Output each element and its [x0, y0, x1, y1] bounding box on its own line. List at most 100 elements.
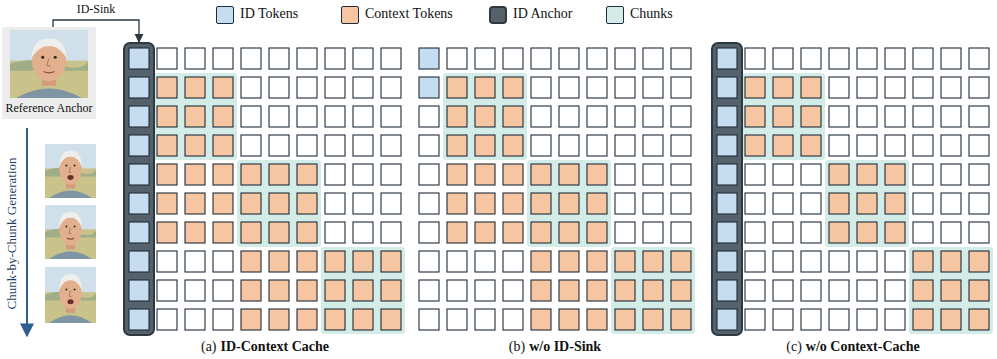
panel-title: w/o Context-Cache	[806, 339, 920, 354]
token-cell	[353, 280, 373, 301]
portrait-frame	[45, 267, 96, 323]
token-cell	[297, 48, 317, 69]
token-cell	[297, 135, 317, 156]
token-cell	[615, 48, 635, 69]
token-cell	[745, 135, 765, 156]
token-cell	[475, 309, 495, 330]
token-cell	[531, 309, 551, 330]
token-cell	[559, 251, 579, 272]
token-cell	[885, 164, 905, 185]
token-cell	[745, 77, 765, 98]
token-cell	[297, 309, 317, 330]
token-cell	[419, 164, 439, 185]
token-cell	[531, 106, 551, 127]
token-cell	[643, 280, 663, 301]
token-cell	[829, 135, 849, 156]
token-cell	[419, 222, 439, 243]
token-cell	[475, 280, 495, 301]
token-cell	[801, 280, 821, 301]
token-cell	[643, 251, 663, 272]
token-cell	[559, 106, 579, 127]
token-cell	[559, 193, 579, 214]
token-cell	[717, 193, 737, 214]
token-cell	[325, 135, 345, 156]
portrait-frame	[45, 205, 96, 259]
token-cell	[941, 164, 961, 185]
token-cell	[643, 77, 663, 98]
id-sink-bracket	[53, 20, 139, 42]
token-cell	[241, 251, 261, 272]
token-cell	[913, 77, 933, 98]
token-cell	[503, 106, 523, 127]
token-cell	[419, 48, 439, 69]
chunk-region	[237, 160, 321, 247]
token-cell	[325, 164, 345, 185]
token-cell	[857, 251, 877, 272]
chunk-region	[443, 73, 527, 160]
token-cell	[615, 222, 635, 243]
token-cell	[857, 106, 877, 127]
token-cell	[829, 309, 849, 330]
token-cell	[381, 309, 401, 330]
token-cell	[353, 106, 373, 127]
legend-swatch	[341, 6, 359, 24]
token-cell	[269, 77, 289, 98]
legend-swatch	[489, 6, 507, 24]
token-cell	[829, 222, 849, 243]
token-cell	[587, 222, 607, 243]
token-cell	[185, 309, 205, 330]
id-sink-label: ID-Sink	[75, 3, 118, 17]
panel-title: w/o ID-Sink	[529, 339, 601, 354]
token-cell	[671, 164, 691, 185]
token-cell	[353, 193, 373, 214]
token-cell	[157, 106, 177, 127]
panel-title: ID-Context Cache	[221, 339, 329, 354]
portrait-frame	[45, 144, 96, 198]
token-cell	[615, 280, 635, 301]
panel-tag: (a)	[201, 339, 217, 354]
token-cell	[671, 135, 691, 156]
token-cell	[587, 280, 607, 301]
token-cell	[773, 222, 793, 243]
token-cell	[745, 309, 765, 330]
token-cell	[671, 280, 691, 301]
token-cell	[671, 309, 691, 330]
token-cell	[857, 280, 877, 301]
token-cell	[447, 106, 467, 127]
token-cell	[913, 135, 933, 156]
token-cell	[801, 309, 821, 330]
token-cell	[503, 77, 523, 98]
chunk-region	[741, 73, 825, 160]
token-cell	[157, 280, 177, 301]
token-cell	[745, 251, 765, 272]
token-cell	[857, 193, 877, 214]
token-cell	[643, 164, 663, 185]
token-cell	[643, 193, 663, 214]
token-cell	[587, 251, 607, 272]
token-cell	[559, 164, 579, 185]
token-cell	[381, 164, 401, 185]
token-cell	[129, 193, 149, 214]
token-cell	[885, 135, 905, 156]
token-cell	[717, 280, 737, 301]
token-cell	[857, 135, 877, 156]
token-cell	[941, 280, 961, 301]
token-cell	[157, 77, 177, 98]
token-cell	[587, 193, 607, 214]
token-cell	[419, 77, 439, 98]
token-cell	[913, 164, 933, 185]
id-anchor	[124, 43, 154, 335]
token-cell	[643, 309, 663, 330]
token-cell	[185, 77, 205, 98]
token-cell	[269, 193, 289, 214]
token-cell	[829, 77, 849, 98]
token-cell	[269, 48, 289, 69]
token-cell	[885, 222, 905, 243]
token-cell	[615, 251, 635, 272]
attention-grid	[124, 43, 405, 335]
token-cell	[531, 222, 551, 243]
token-cell	[381, 251, 401, 272]
token-cell	[157, 48, 177, 69]
token-cell	[969, 77, 989, 98]
token-cell	[857, 164, 877, 185]
